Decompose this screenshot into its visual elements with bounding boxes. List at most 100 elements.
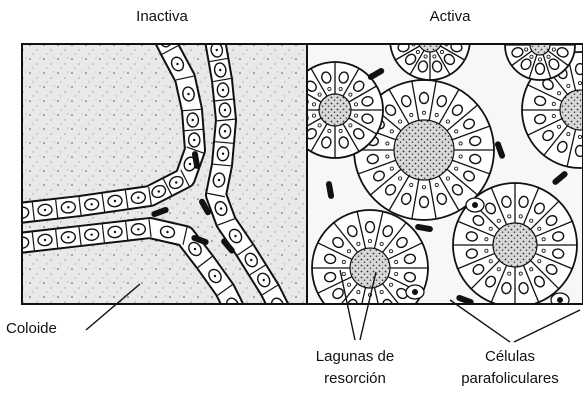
resorption-vacuole bbox=[433, 55, 436, 58]
resorption-vacuole bbox=[485, 249, 488, 252]
resorption-vacuole bbox=[446, 177, 449, 180]
resorption-vacuole bbox=[440, 50, 443, 53]
resorption-vacuole bbox=[508, 215, 511, 218]
cell-border bbox=[152, 26, 168, 34]
columnar-cell-nucleus bbox=[397, 27, 410, 39]
resorption-vacuole bbox=[530, 268, 533, 271]
parafollicular-leader-line-1 bbox=[450, 300, 510, 342]
resorption-vacuole bbox=[395, 272, 398, 275]
resorption-vacuole bbox=[354, 103, 357, 106]
resorption-vacuole bbox=[347, 283, 350, 286]
follicle-lumen-colloid bbox=[350, 248, 390, 288]
resorption-vacuole bbox=[552, 102, 555, 105]
columnar-cell-nucleus bbox=[536, 16, 545, 27]
columnar-cell-nucleus bbox=[420, 93, 429, 104]
resorption-vacuole bbox=[349, 124, 352, 127]
follicle-lumen-colloid bbox=[394, 120, 454, 180]
resorption-vacuole bbox=[328, 129, 331, 132]
columnar-cell-border bbox=[529, 12, 537, 36]
resorption-vacuole bbox=[578, 135, 581, 138]
resorption-vacuole bbox=[459, 142, 462, 145]
colloid-label: Coloide bbox=[6, 320, 57, 337]
resorption-vacuole bbox=[422, 186, 425, 189]
resorption-vacuole bbox=[552, 39, 555, 42]
resorption-vacuole bbox=[446, 120, 449, 123]
parafollicular-cells-label-line-2: parafoliculares bbox=[461, 368, 559, 390]
resorption-vacuole bbox=[312, 114, 315, 117]
resorption-vacuole bbox=[416, 26, 419, 29]
parafollicular-cells-label: Células parafoliculares bbox=[461, 346, 559, 390]
resorption-vacuole bbox=[519, 272, 522, 275]
resorption-vacuole bbox=[390, 130, 393, 133]
resorption-vacuole bbox=[557, 92, 560, 95]
resorption-vacuole bbox=[578, 82, 581, 85]
resorption-vacuole bbox=[538, 58, 541, 61]
columnar-cell-nucleus bbox=[536, 63, 545, 74]
resorption-vacuole bbox=[530, 55, 533, 58]
resorption-vacuole bbox=[557, 125, 560, 128]
resorption-vacuole bbox=[552, 48, 555, 51]
resorption-vacuole bbox=[410, 183, 413, 186]
resorption-vacuole bbox=[339, 87, 342, 90]
columnar-cell-border bbox=[512, 24, 532, 39]
resorption-vacuole bbox=[530, 32, 533, 35]
resorption-vacuole bbox=[424, 22, 427, 25]
resorption-vacuole bbox=[567, 84, 570, 87]
resorption-vacuole bbox=[519, 215, 522, 218]
parafollicular-cell-nucleus bbox=[557, 297, 563, 303]
resorption-vacuole bbox=[347, 250, 350, 253]
resorption-vacuole bbox=[386, 155, 389, 158]
cell-border bbox=[277, 316, 293, 324]
resorption-vacuole bbox=[530, 219, 533, 222]
resorption-vacuole bbox=[390, 167, 393, 170]
resorption-vacuole bbox=[485, 238, 488, 241]
resorption-vacuole bbox=[538, 260, 541, 263]
columnar-cell-nucleus bbox=[404, 14, 418, 28]
resorption-vacuole bbox=[508, 272, 511, 275]
columnar-cell-nucleus bbox=[576, 64, 583, 75]
columnar-cell-nucleus bbox=[556, 32, 569, 44]
resorption-lacunae-label-line-2: resorción bbox=[316, 368, 394, 390]
parafollicular-cell-nucleus bbox=[412, 289, 418, 295]
resorption-vacuole bbox=[354, 114, 357, 117]
columnar-cell-nucleus bbox=[450, 27, 463, 39]
resorption-vacuole bbox=[398, 177, 401, 180]
inactive-panel bbox=[10, 26, 307, 324]
resorption-vacuole bbox=[455, 130, 458, 133]
resorption-vacuole bbox=[525, 48, 528, 51]
active-panel bbox=[287, 0, 583, 326]
resorption-vacuole bbox=[410, 113, 413, 116]
resorption-vacuole bbox=[395, 260, 398, 263]
resorption-vacuole bbox=[542, 238, 545, 241]
resorption-vacuole bbox=[455, 167, 458, 170]
resorption-vacuole bbox=[538, 29, 541, 32]
resorption-vacuole bbox=[342, 272, 345, 275]
resorption-vacuole bbox=[342, 260, 345, 263]
resorption-vacuole bbox=[312, 103, 315, 106]
resorption-vacuole bbox=[445, 34, 448, 37]
resorption-vacuole bbox=[389, 283, 392, 286]
resorption-lacunae-label: Lagunas de resorción bbox=[316, 346, 394, 390]
resorption-vacuole bbox=[525, 39, 528, 42]
resorption-vacuole bbox=[497, 268, 500, 271]
inactive-panel-label: Inactiva bbox=[136, 8, 188, 25]
columnar-cell-nucleus bbox=[511, 32, 524, 44]
resorption-vacuole bbox=[389, 250, 392, 253]
resorption-vacuole bbox=[386, 142, 389, 145]
resorption-vacuole bbox=[489, 260, 492, 263]
resorption-vacuole bbox=[422, 111, 425, 114]
resorption-vacuole bbox=[380, 242, 383, 245]
resorption-vacuole bbox=[328, 87, 331, 90]
columnar-cell-border bbox=[395, 20, 419, 34]
columnar-cell-nucleus bbox=[420, 197, 429, 208]
resorption-vacuole bbox=[435, 183, 438, 186]
resorption-vacuole bbox=[398, 120, 401, 123]
columnar-cell-nucleus bbox=[519, 19, 533, 33]
columnar-cell-nucleus bbox=[366, 222, 375, 233]
resorption-vacuole bbox=[435, 113, 438, 116]
resorption-vacuole bbox=[368, 240, 371, 243]
columnar-cell-nucleus bbox=[576, 145, 583, 156]
follicle-lumen-colloid bbox=[319, 94, 351, 126]
resorption-lacunae-label-line-1: Lagunas de bbox=[316, 346, 394, 368]
resorption-vacuole bbox=[547, 32, 550, 35]
